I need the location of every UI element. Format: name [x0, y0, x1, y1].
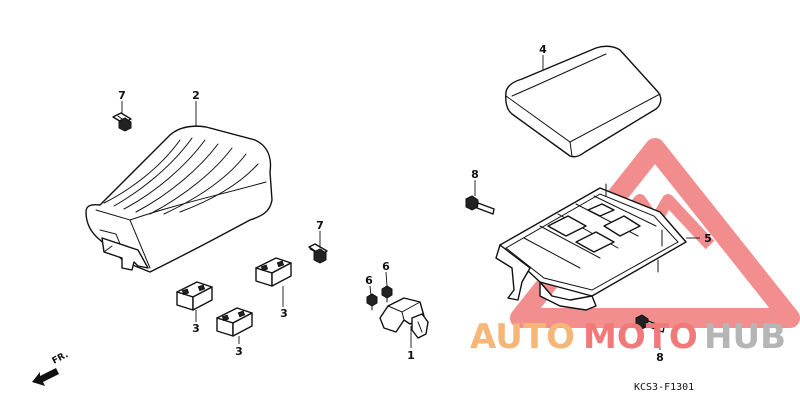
diagram-code: KCS3-F1301	[634, 382, 694, 393]
luggage-rack-5	[495, 183, 687, 311]
bolt-8-lower	[635, 314, 665, 333]
callout-6-left: 6	[365, 274, 373, 287]
callout-5: 5	[704, 232, 712, 245]
rubber-block-3-left	[176, 281, 213, 311]
callout-8-upper: 8	[471, 168, 479, 181]
leader-lines	[121, 55, 700, 350]
front-direction-indicator: FR.	[32, 350, 70, 386]
rubber-block-3-lower	[216, 307, 253, 337]
callout-3-lower: 3	[235, 345, 243, 358]
bolt-7-lower	[308, 243, 328, 264]
bolt-7-upper	[112, 112, 132, 132]
main-seat	[85, 125, 273, 273]
seat-pad-4	[505, 45, 662, 158]
watermark-moto: MOTO	[583, 317, 698, 357]
bolt-6-right	[381, 285, 393, 303]
callout-1: 1	[407, 349, 415, 362]
rubber-block-3-middle	[255, 257, 292, 287]
callout-3-middle: 3	[280, 307, 288, 320]
callout-8-lower: 8	[656, 351, 664, 364]
watermark-hub: HUB	[704, 317, 786, 357]
front-label: FR.	[51, 350, 70, 367]
bolt-6-left	[366, 293, 378, 311]
front-arrow-icon	[32, 368, 59, 386]
callout-3-left: 3	[192, 322, 200, 335]
callout-7-upper: 7	[118, 89, 126, 102]
watermark-auto: AUTO	[470, 317, 575, 357]
bolt-8-upper	[465, 195, 495, 215]
callout-6-right: 6	[382, 260, 390, 273]
seat-latch-1	[379, 297, 429, 339]
callout-2: 2	[192, 89, 200, 102]
watermark-text: AUTO MOTO HUB	[470, 317, 786, 357]
callout-7-lower: 7	[316, 219, 324, 232]
callout-4: 4	[539, 43, 547, 56]
